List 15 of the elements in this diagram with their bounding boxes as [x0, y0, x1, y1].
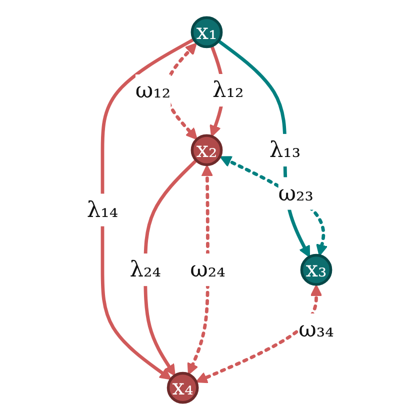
node-circle: x₁	[190, 16, 222, 48]
edge-label: λ₁₃	[269, 136, 300, 162]
node-circle: x₂	[190, 134, 222, 166]
edge-label: λ₁₄	[86, 196, 118, 222]
node-circle: x₄	[166, 372, 198, 404]
arrow	[195, 284, 322, 384]
edge-label: λ₁₂	[212, 76, 244, 103]
node-circle: x₃	[300, 254, 332, 286]
edge-label: ω₂₃	[278, 180, 314, 206]
edge-label: λ₂₄	[129, 256, 161, 282]
arrow	[100, 38, 194, 380]
edge-label: ω₃₄	[298, 316, 334, 342]
arrow	[219, 156, 328, 256]
edge-label: ω₁₂	[135, 77, 170, 104]
edge-label: ω₂₄	[190, 256, 225, 282]
